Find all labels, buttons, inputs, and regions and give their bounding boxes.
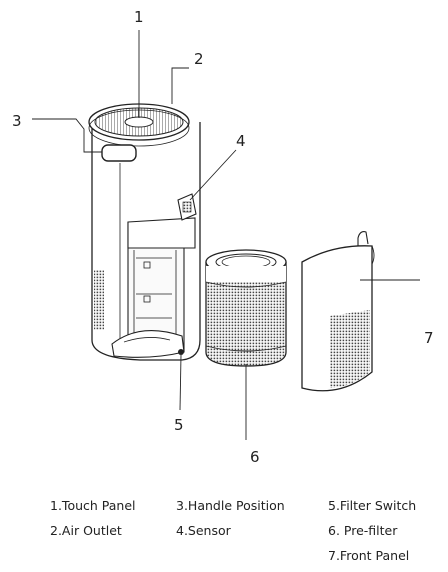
filter-switch	[178, 349, 184, 355]
callout-7: 7	[424, 329, 434, 347]
purifier-main-body	[88, 103, 201, 361]
legend-item-sensor: 4.Sensor	[176, 523, 231, 538]
legend-item-handle-position: 3.Handle Position	[176, 498, 285, 513]
callout-2: 2	[194, 50, 204, 68]
callout-5: 5	[174, 416, 184, 434]
legend-item-air-outlet: 2.Air Outlet	[50, 523, 122, 538]
legend-item-front-panel: 7.Front Panel	[328, 548, 410, 563]
leader-4	[189, 149, 237, 201]
callout-1: 1	[134, 8, 144, 26]
legend-item-filter-switch: 5.Filter Switch	[328, 498, 417, 513]
leader-3	[32, 118, 102, 153]
handle-slot	[101, 144, 137, 162]
air-purifier-exploded-diagram: 1 2 3 4 5 6 7	[12, 8, 434, 466]
front-panel	[301, 231, 375, 392]
front-panel-grill	[330, 310, 370, 388]
touch-panel-center	[124, 116, 154, 128]
legend-item-touch-panel: 1.Touch Panel	[50, 498, 136, 513]
legend-item-pre-filter: 6. Pre-filter	[328, 523, 398, 538]
leader-5	[179, 354, 182, 411]
side-grill	[94, 270, 104, 330]
callout-3: 3	[12, 112, 22, 130]
sensor-module	[177, 193, 197, 221]
pre-filter-cylinder	[205, 249, 287, 367]
callout-6: 6	[250, 448, 260, 466]
leader-2	[171, 67, 189, 104]
callout-4: 4	[236, 132, 246, 150]
parts-legend: 1.Touch Panel 3.Handle Position 5.Filter…	[0, 488, 448, 572]
leader-lines	[32, 30, 420, 440]
